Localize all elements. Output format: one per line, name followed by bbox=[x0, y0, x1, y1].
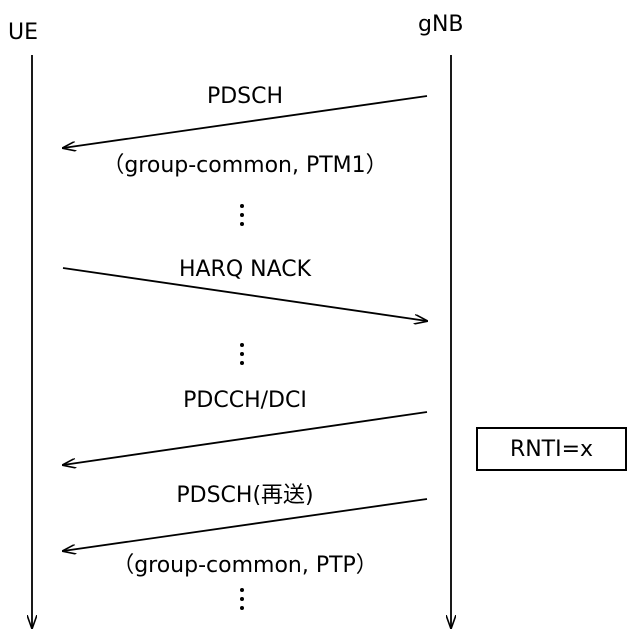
rnti-note-text: RNTI=x bbox=[510, 437, 593, 462]
continuation-dots-2 bbox=[240, 343, 246, 370]
continuation-dots-1 bbox=[240, 204, 246, 231]
msg-sublabel-pdsch-1: （group-common, PTM1） bbox=[102, 155, 387, 177]
msg-sublabel-pdsch-retx: （group-common, PTP） bbox=[112, 555, 378, 577]
msg-label-harq-nack: HARQ NACK bbox=[179, 259, 311, 281]
msg-arrow-pdcch-dci bbox=[63, 412, 427, 465]
rnti-note-box: RNTI=x bbox=[476, 427, 627, 471]
msg-label-pdsch-1: PDSCH bbox=[207, 86, 283, 108]
msg-label-pdsch-retx: PDSCH(再送) bbox=[176, 485, 313, 507]
ue-label: UE bbox=[8, 22, 38, 44]
continuation-dots-3 bbox=[240, 588, 246, 615]
gnb-label: gNB bbox=[418, 14, 464, 36]
msg-label-pdcch-dci: PDCCH/DCI bbox=[183, 390, 307, 412]
